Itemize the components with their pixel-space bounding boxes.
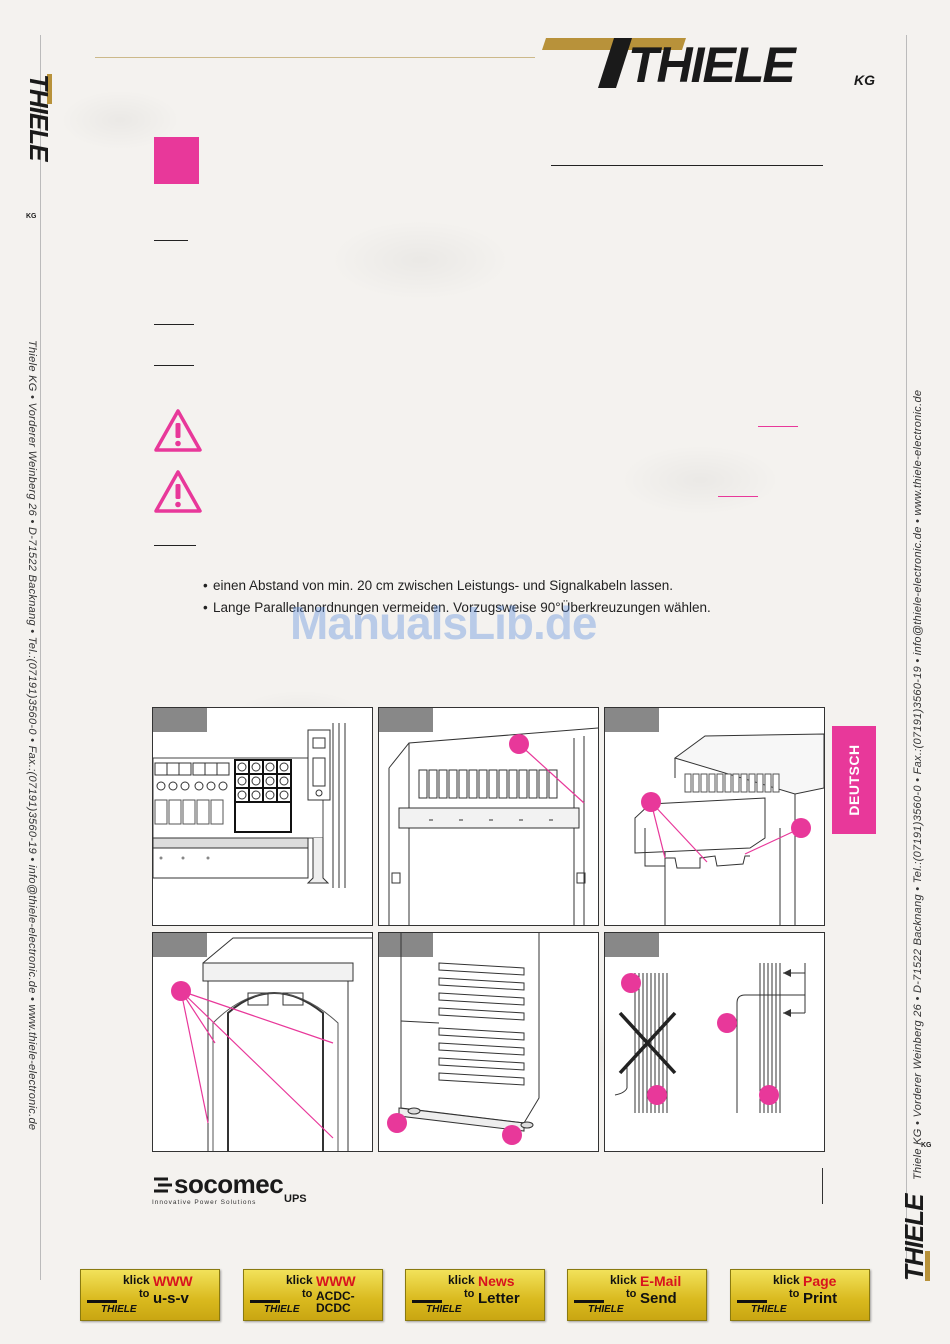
figure-cable-routing <box>152 932 373 1152</box>
thiele-logo-side-left: THIELE KG <box>24 74 54 220</box>
figure-tab <box>605 708 659 732</box>
figure-cable-crossing <box>604 932 825 1152</box>
list-item: •einen Abstand von min. 20 cm zwischen L… <box>203 578 674 593</box>
thiele-logo-top: THIELE KG <box>542 37 875 92</box>
socomec-logo: socomec UPS Innovative Power Solutions <box>152 1169 322 1207</box>
thiele-mini-logo-icon: THIELE <box>250 1300 300 1314</box>
section-marker <box>154 137 199 184</box>
heading-rule-2 <box>154 324 194 325</box>
warning-icon <box>154 409 202 452</box>
svg-text:THIELE: THIELE <box>101 1304 137 1314</box>
svg-text:THIELE: THIELE <box>899 1193 929 1281</box>
marker-dot <box>509 734 529 754</box>
socomec-mark-icon <box>154 1177 172 1193</box>
svg-text:THIELE: THIELE <box>751 1304 787 1314</box>
svg-text:KG: KG <box>921 1142 932 1149</box>
thiele-mini-logo-icon: THIELE <box>737 1300 787 1314</box>
logo-suffix: KG <box>854 72 875 88</box>
list-item: •Lange Parallelanordnungen vermeiden. Vo… <box>203 600 711 615</box>
right-frame-line <box>906 35 907 1280</box>
thiele-logo-side-right: THIELE KG <box>899 1142 932 1281</box>
language-tab[interactable]: DEUTSCH <box>832 726 876 834</box>
svg-text:THIELE: THIELE <box>264 1304 300 1314</box>
heading-rule-3 <box>154 365 194 366</box>
side-address-right: Thiele KG • Vorderer Weinberg 26 • D-715… <box>912 389 924 1180</box>
reference-rule-1 <box>758 426 798 427</box>
warning-icon <box>154 470 202 513</box>
heading-rule-4 <box>154 545 196 546</box>
socomec-ups: UPS <box>284 1193 307 1205</box>
svg-text:THIELE: THIELE <box>24 74 54 162</box>
cable-guidelines-list: •einen Abstand von min. 20 cm zwischen L… <box>203 575 711 619</box>
figure-tab <box>153 933 207 957</box>
reference-rule-2 <box>718 496 758 497</box>
figure-tab <box>153 708 207 732</box>
figure-cabinet-interior <box>378 707 599 926</box>
thiele-mini-logo-icon: THIELE <box>574 1300 624 1314</box>
footer-divider <box>822 1168 823 1204</box>
figure-terminal-block <box>152 707 373 926</box>
side-address-left: Thiele KG • Vorderer Weinberg 26 • D-715… <box>26 340 38 1131</box>
svg-text:THIELE: THIELE <box>588 1304 624 1314</box>
figure-tab <box>605 933 659 957</box>
thiele-mini-logo-icon: THIELE <box>87 1300 137 1314</box>
socomec-tagline: Innovative Power Solutions <box>152 1199 257 1206</box>
header-rule <box>95 57 535 58</box>
heading-rule-1 <box>154 240 188 241</box>
logo-wordmark: THIELE <box>628 37 797 92</box>
title-underline <box>551 165 823 166</box>
watermark: ManualsLib.de <box>290 597 597 649</box>
socomec-brand: socomec <box>174 1169 284 1199</box>
thiele-mini-logo-icon: THIELE <box>412 1300 462 1314</box>
figure-cover-plate <box>604 707 825 926</box>
svg-text:THIELE: THIELE <box>426 1304 462 1314</box>
left-frame-line <box>40 35 41 1280</box>
svg-text:KG: KG <box>26 213 37 220</box>
figure-tab <box>379 708 433 732</box>
figure-cabinet-drawers <box>378 932 599 1152</box>
figure-tab <box>379 933 433 957</box>
